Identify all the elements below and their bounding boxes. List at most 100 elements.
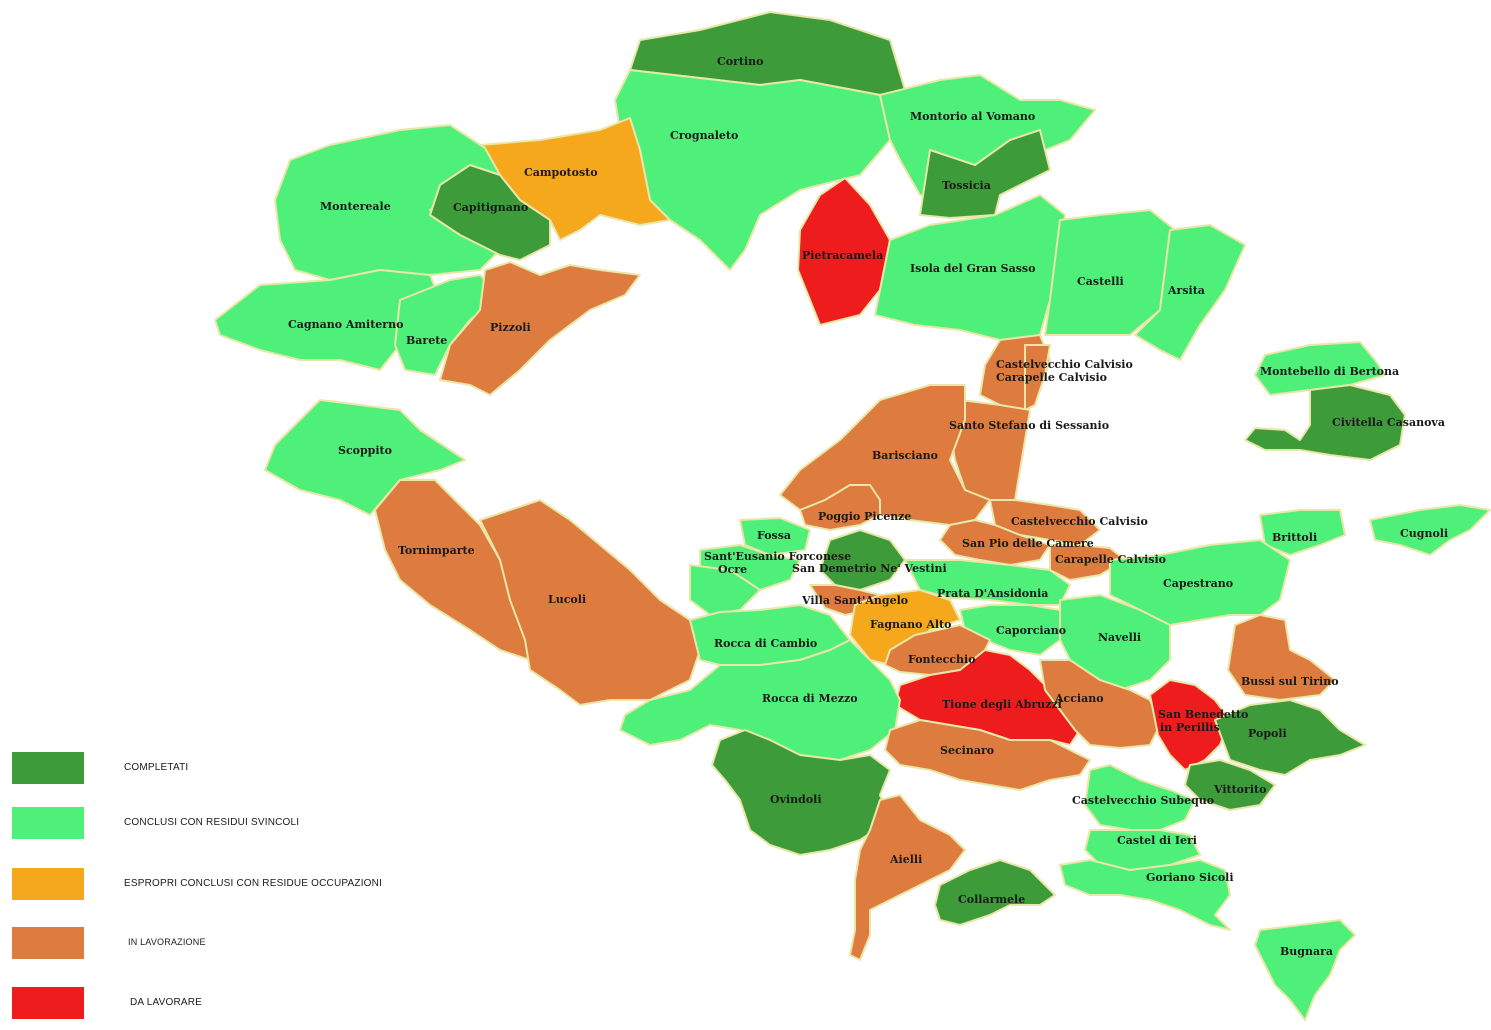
region-aielli[interactable] — [849, 794, 966, 961]
region-san-benedetto[interactable] — [1149, 679, 1231, 771]
region-barisciano[interactable] — [779, 384, 991, 526]
region-cagnano[interactable] — [214, 269, 441, 371]
label-acciano: Acciano — [1054, 692, 1104, 705]
label-tossicia: Tossicia — [942, 179, 991, 192]
label-carapelle-calvisio-s: Carapelle Calvisio — [1055, 553, 1166, 566]
label-montorio: Montorio al Vomano — [910, 110, 1035, 123]
region-collarmele[interactable] — [934, 859, 1056, 926]
label-brittoli: Brittoli — [1272, 531, 1317, 544]
label-bugnara: Bugnara — [1280, 945, 1333, 958]
region-castel-di-ieri[interactable] — [1084, 829, 1201, 871]
label-castel-di-ieri: Castel di Ieri — [1117, 834, 1197, 847]
label-rocca-mezzo: Rocca di Mezzo — [762, 692, 858, 705]
label-bussi: Bussi sul Tirino — [1241, 675, 1339, 688]
region-bussi[interactable] — [1227, 614, 1336, 701]
label-lucoli: Lucoli — [548, 593, 586, 606]
label-san-benedetto-1: San Benedetto — [1158, 708, 1248, 721]
label-santeusanio: Sant'Eusanio Forconese — [704, 550, 851, 563]
region-secinaro[interactable] — [884, 719, 1091, 791]
region-vittorito[interactable] — [1184, 759, 1276, 811]
label-castelvecchio-calvisio-n: Castelvecchio Calvisio — [996, 358, 1133, 371]
region-rocca-mezzo[interactable] — [619, 639, 901, 761]
region-castelvecchio-subequo[interactable] — [1084, 764, 1196, 831]
legend-item-lavorazione: IN LAVORAZIONE — [12, 927, 472, 961]
region-acciano[interactable] — [1039, 659, 1161, 749]
region-tossicia[interactable] — [919, 129, 1051, 219]
legend-label: ESPROPRI CONCLUSI CON RESIDUE OCCUPAZION… — [124, 878, 383, 889]
legend-label: IN LAVORAZIONE — [128, 937, 206, 947]
label-santo-stefano: Santo Stefano di Sessanio — [949, 419, 1109, 432]
legend-item-completati: COMPLETATI — [12, 752, 472, 786]
label-fossa: Fossa — [757, 529, 791, 542]
label-fontecchio: Fontecchio — [908, 653, 976, 666]
label-crognaleto: Crognaleto — [670, 129, 738, 142]
region-montebello[interactable] — [1254, 341, 1386, 396]
legend-label: COMPLETATI — [124, 762, 189, 773]
legend-item-espropri: ESPROPRI CONCLUSI CON RESIDUE OCCUPAZION… — [12, 868, 472, 902]
legend-label: CONCLUSI CON RESIDUI SVINCOLI — [124, 817, 300, 828]
label-poggio-picenze: Poggio Picenze — [818, 510, 911, 523]
label-ocre: Ocre — [718, 563, 747, 576]
label-collarmele: Collarmele — [958, 893, 1025, 906]
region-capitignano[interactable] — [429, 164, 551, 261]
label-scoppito: Scoppito — [338, 444, 392, 457]
label-tornimparte: Tornimparte — [398, 544, 475, 557]
label-navelli: Navelli — [1098, 631, 1141, 644]
label-capitignano: Capitignano — [453, 201, 528, 214]
legend-swatch — [12, 807, 84, 839]
region-poggio-picenze[interactable] — [799, 484, 881, 531]
region-carapelle-calvisio-n[interactable] — [1024, 344, 1051, 411]
region-navelli[interactable] — [1059, 594, 1171, 691]
label-prata: Prata D'Ansidonia — [937, 587, 1048, 600]
label-capestrano: Capestrano — [1163, 577, 1233, 590]
region-popoli[interactable] — [1214, 699, 1366, 776]
region-san-demetrio[interactable] — [819, 529, 906, 591]
label-rocca-cambio: Rocca di Cambio — [714, 637, 817, 650]
label-caporciano: Caporciano — [996, 624, 1066, 637]
label-castelvecchio-calvisio-s: Castelvecchio Calvisio — [1011, 515, 1148, 528]
label-civitella: Civitella Casanova — [1332, 416, 1445, 429]
region-cugnoli[interactable] — [1369, 504, 1491, 556]
legend-item-conclusi: CONCLUSI CON RESIDUI SVINCOLI — [12, 807, 472, 841]
label-san-benedetto-2: in Perillis — [1160, 721, 1220, 734]
legend-label: DA LAVORARE — [130, 997, 203, 1008]
label-cagnano: Cagnano Amiterno — [288, 318, 403, 331]
label-goriano: Goriano Sicoli — [1146, 871, 1234, 884]
label-secinaro: Secinaro — [940, 744, 994, 757]
label-arsita: Arsita — [1167, 284, 1205, 297]
label-vittorito: Vittorito — [1213, 783, 1266, 796]
label-cugnoli: Cugnoli — [1400, 527, 1448, 540]
label-pietracamela: Pietracamela — [802, 249, 883, 262]
region-fagnano[interactable] — [849, 589, 961, 666]
label-barete: Barete — [406, 334, 447, 347]
label-campotosto: Campotosto — [524, 166, 598, 179]
label-pizzoli: Pizzoli — [490, 321, 531, 334]
label-san-pio: San Pio delle Camere — [962, 537, 1094, 550]
label-popoli: Popoli — [1248, 727, 1287, 740]
label-barisciano: Barisciano — [872, 449, 938, 462]
label-isola: Isola del Gran Sasso — [910, 262, 1035, 275]
label-castelli: Castelli — [1077, 275, 1124, 288]
label-san-demetrio: San Demetrio Ne' Vestini — [792, 562, 947, 575]
region-fossa[interactable] — [739, 517, 811, 556]
region-civitella[interactable] — [1244, 384, 1406, 461]
region-scoppito[interactable] — [264, 399, 466, 516]
region-arsita[interactable] — [1134, 224, 1246, 361]
label-fagnano: Fagnano Alto — [870, 618, 951, 631]
legend-swatch — [12, 927, 84, 959]
region-lucoli[interactable] — [479, 499, 701, 706]
label-carapelle-calvisio-n: Carapelle Calvisio — [996, 371, 1107, 384]
region-isola[interactable] — [874, 194, 1066, 341]
region-goriano[interactable] — [1059, 859, 1231, 931]
label-cortino: Cortino — [717, 55, 763, 68]
legend-swatch — [12, 752, 84, 784]
region-pizzoli[interactable] — [439, 261, 641, 396]
label-montebello: Montebello di Bertona — [1260, 365, 1399, 378]
region-pietracamela[interactable] — [797, 177, 891, 326]
label-ovindoli: Ovindoli — [770, 793, 822, 806]
label-tione: Tione degli Abruzzi — [942, 698, 1062, 711]
label-villa-santangelo: Villa Sant'Angelo — [801, 594, 908, 607]
region-san-pio[interactable] — [939, 519, 1051, 566]
region-bugnara[interactable] — [1254, 919, 1356, 1021]
